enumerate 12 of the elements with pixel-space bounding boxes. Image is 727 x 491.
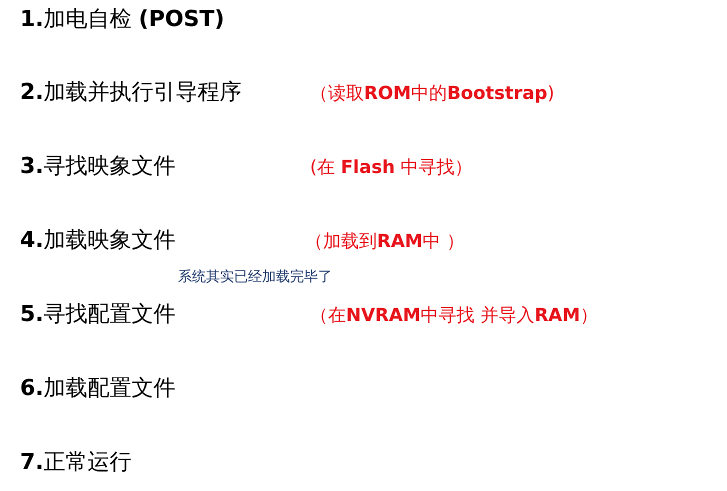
remark-text: 系统其实已经加载完毕了: [178, 268, 332, 286]
step-text: 7.正常运行: [20, 450, 132, 476]
note-text: (在 Flash 中寻找）: [310, 157, 473, 179]
note-text: （加载到RAM中 ）: [305, 231, 464, 253]
step-text: 3.寻找映象文件: [20, 154, 176, 180]
step-text: 2.加载并执行引导程序: [20, 80, 242, 106]
step-text: 5.寻找配置文件: [20, 302, 176, 328]
step-text: 6.加载配置文件: [20, 376, 176, 402]
note-text: （在NVRAM中寻找 并导入RAM）: [310, 305, 598, 327]
step-text: 1.加电自检 (POST): [20, 6, 224, 34]
step-text: 4.加载映象文件: [20, 228, 176, 254]
note-text: （读取ROM中的Bootstrap): [310, 83, 554, 105]
